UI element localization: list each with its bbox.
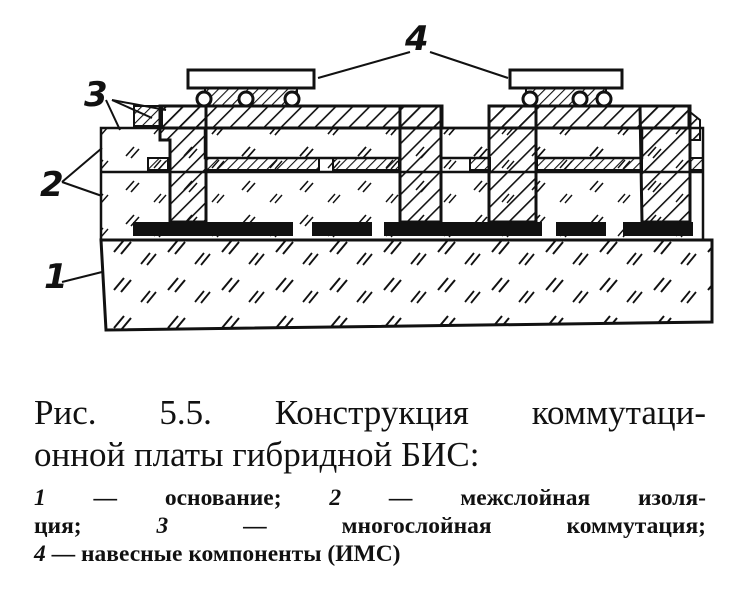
wiring-pillar: [689, 109, 701, 141]
legend-line: 4 — навесные компоненты (ИМС): [34, 540, 706, 568]
top-wiring: [158, 104, 444, 130]
legend-number: 1: [34, 485, 46, 511]
legend-text: — многослойная коммутация;: [168, 513, 706, 539]
legend-line: 1 — основание; 2 — межслойная изоля-: [34, 484, 706, 512]
conductor-strip: [332, 157, 400, 171]
caption-title-line: онной платы гибридной БИС:: [34, 435, 480, 474]
component-ims-right: [508, 68, 624, 108]
legend-text: — основание;: [45, 485, 330, 511]
conductor-strip: [536, 157, 643, 171]
base-substrate: [99, 238, 714, 332]
leader-lines: [61, 51, 509, 283]
caption-title-line: Рис. 5.5. Конструкция коммутаци-: [34, 393, 706, 432]
legend-text: — межслойная изоля-: [341, 485, 706, 511]
bottom-conductor: [133, 222, 293, 236]
label-components: 4: [404, 19, 429, 59]
cross-section-diagram: 4 3 2 1: [40, 19, 714, 332]
label-base: 1: [44, 257, 68, 297]
conductor-strip: [469, 157, 491, 171]
legend-number: 2: [329, 485, 342, 511]
conductor-strip: [147, 157, 169, 171]
legend-number: 3: [156, 513, 169, 539]
bottom-conductor: [312, 222, 372, 236]
bottom-conductor: [556, 222, 606, 236]
top-wiring: [487, 104, 691, 130]
conductor-strip: [205, 157, 320, 171]
insulation-sublayer: [534, 126, 644, 160]
caption-title: Рис. 5.5. Конструкция коммутаци- онной п…: [34, 392, 706, 476]
bottom-conductor: [623, 222, 693, 236]
bottom-conductor: [384, 222, 542, 236]
figure-caption: Рис. 5.5. Конструкция коммутаци- онной п…: [34, 392, 706, 568]
legend-line: ция; 3 — многослойная коммутация;: [34, 512, 706, 540]
conductor-strip: [689, 157, 704, 171]
legend-number: 4: [34, 541, 46, 567]
label-insulation: 2: [40, 165, 64, 205]
insulation-sublayer: [203, 126, 402, 160]
component-ims-left: [186, 68, 316, 108]
caption-legend: 1 — основание; 2 — межслойная изоля- ция…: [34, 484, 706, 568]
insulation-sublayer: [439, 126, 491, 160]
legend-text: ция;: [34, 513, 157, 539]
legend-text: — навесные компоненты (ИМС): [45, 541, 401, 567]
label-wiring: 3: [84, 75, 108, 115]
